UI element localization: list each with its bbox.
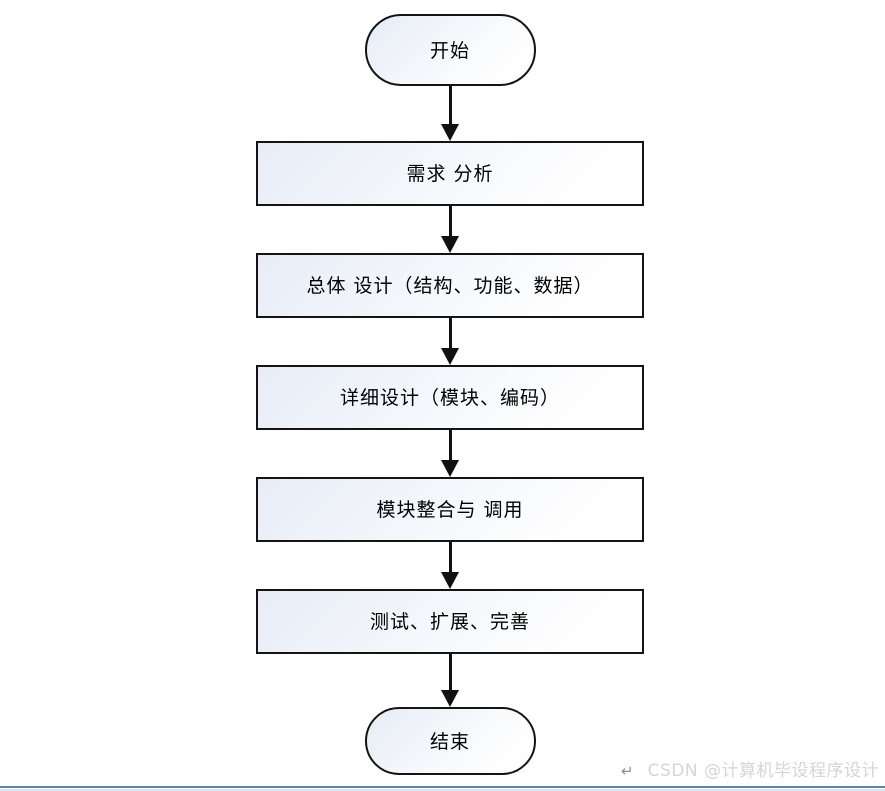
flow-node-overall-design: 总体 设计（结构、功能、数据） — [256, 253, 644, 318]
arrow-head-icon — [441, 460, 459, 477]
arrow-shaft — [448, 654, 452, 690]
rule-gap — [0, 788, 885, 789]
arrow-head-icon — [441, 572, 459, 589]
node-label: 详细设计（模块、编码） — [339, 387, 560, 409]
return-mark-icon: ↵ — [621, 762, 634, 780]
down-arrow-connector — [438, 206, 462, 253]
flowchart: 开始 需求 分析 总体 设计（结构、功能、数据） 详细设计（模块、编码） — [0, 14, 885, 775]
watermark: ↵ CSDN @计算机毕设程序设计 — [621, 756, 879, 781]
down-arrow-connector — [438, 654, 462, 707]
arrow-head-icon — [441, 236, 459, 253]
flow-node-module-integration: 模块整合与 调用 — [256, 477, 644, 542]
arrow-head-icon — [441, 348, 459, 365]
down-arrow-connector — [438, 542, 462, 589]
node-label: 需求 分析 — [406, 163, 494, 185]
down-arrow-connector — [438, 86, 462, 141]
rule-dark-line — [0, 786, 885, 788]
node-label: 总体 设计（结构、功能、数据） — [306, 275, 594, 297]
arrow-shaft — [448, 542, 452, 572]
flow-node-detailed-design: 详细设计（模块、编码） — [256, 365, 644, 430]
footer-rule — [0, 786, 885, 791]
node-label: 结束 — [429, 730, 470, 753]
down-arrow-connector — [438, 430, 462, 477]
flow-node-requirements-analysis: 需求 分析 — [256, 141, 644, 206]
arrow-head-icon — [441, 124, 459, 141]
flow-node-end: 结束 — [364, 707, 536, 775]
arrow-shaft — [448, 318, 452, 348]
watermark-text: CSDN @计算机毕设程序设计 — [647, 761, 879, 781]
arrow-head-icon — [441, 690, 459, 707]
node-label: 测试、扩展、完善 — [369, 611, 530, 633]
node-label: 模块整合与 调用 — [376, 499, 524, 521]
down-arrow-connector — [438, 318, 462, 365]
arrow-shaft — [448, 430, 452, 460]
arrow-shaft — [448, 206, 452, 236]
arrow-shaft — [448, 86, 452, 124]
flow-node-testing: 测试、扩展、完善 — [256, 589, 644, 654]
node-label: 开始 — [429, 39, 470, 62]
flow-node-start: 开始 — [364, 14, 536, 86]
rule-light-line — [0, 789, 885, 791]
